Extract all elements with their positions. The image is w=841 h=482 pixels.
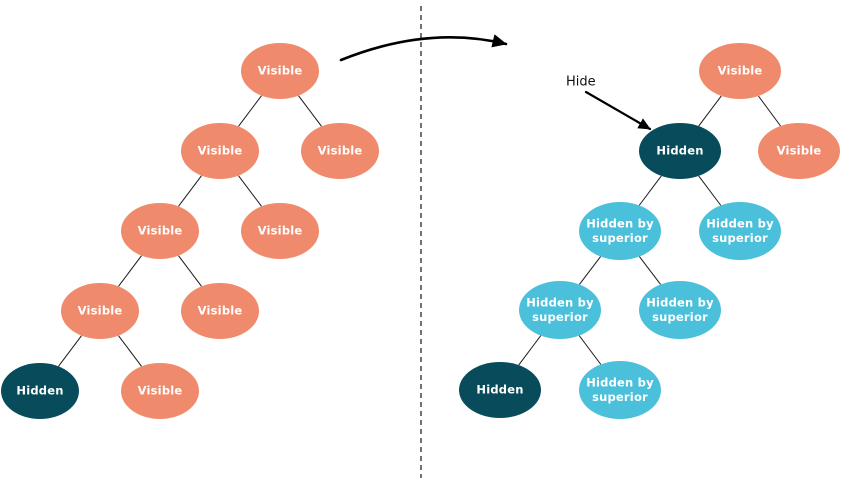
tree-edge (238, 95, 262, 127)
node-ellipse (699, 202, 781, 260)
tree-edge (118, 335, 142, 367)
tree-node-hidden[interactable]: Hidden (459, 362, 541, 418)
hide-callout-label: Hide (566, 75, 596, 90)
tree-node-visible[interactable]: Visible (699, 43, 781, 99)
tree-node-visible[interactable]: Visible (61, 283, 139, 339)
tree-node-visible[interactable]: Visible (241, 203, 319, 259)
tree-node-visible[interactable]: Visible (181, 283, 259, 339)
tree-edge (698, 95, 722, 127)
tree-edge (638, 175, 662, 206)
tree-node-hidden[interactable]: Hidden (1, 363, 79, 419)
tree-node-visible[interactable]: Visible (301, 123, 379, 179)
tree-node-visible[interactable]: Visible (758, 123, 840, 179)
node-ellipse (121, 363, 199, 419)
tree-edge (518, 335, 542, 366)
hide-callout-arrow (584, 90, 652, 131)
node-ellipse (181, 123, 259, 179)
node-ellipse (61, 283, 139, 339)
tree-edge (238, 175, 262, 207)
node-ellipse (579, 202, 661, 260)
before-tree-edges (58, 95, 322, 367)
node-ellipse (459, 362, 541, 418)
node-ellipse (241, 203, 319, 259)
tree-edge (698, 175, 722, 206)
transition-arrow (339, 34, 508, 62)
tree-edge (118, 255, 142, 287)
node-ellipse (241, 43, 319, 99)
tree-edge (758, 95, 781, 127)
after-tree-edges (518, 95, 781, 366)
tree-edge (578, 335, 602, 365)
tree-node-visible[interactable]: Visible (121, 203, 199, 259)
tree-node-visible[interactable]: Visible (121, 363, 199, 419)
tree-edge (178, 255, 202, 287)
node-ellipse (181, 283, 259, 339)
tree-edge (58, 335, 82, 367)
node-ellipse (699, 43, 781, 99)
tree-edge (298, 95, 322, 127)
node-ellipse (639, 123, 721, 179)
node-ellipse (579, 361, 661, 419)
node-ellipse (519, 281, 601, 339)
tree-edge (178, 175, 202, 207)
node-ellipse (1, 363, 79, 419)
tree-node-visible[interactable]: Visible (241, 43, 319, 99)
tree-node-visible[interactable]: Visible (181, 123, 259, 179)
node-ellipse (639, 281, 721, 339)
node-ellipse (301, 123, 379, 179)
tree-node-hidden[interactable]: Hidden (639, 123, 721, 179)
tree-edge (579, 256, 601, 285)
node-ellipse (758, 123, 840, 179)
tree-edge (639, 256, 661, 285)
node-ellipse (121, 203, 199, 259)
